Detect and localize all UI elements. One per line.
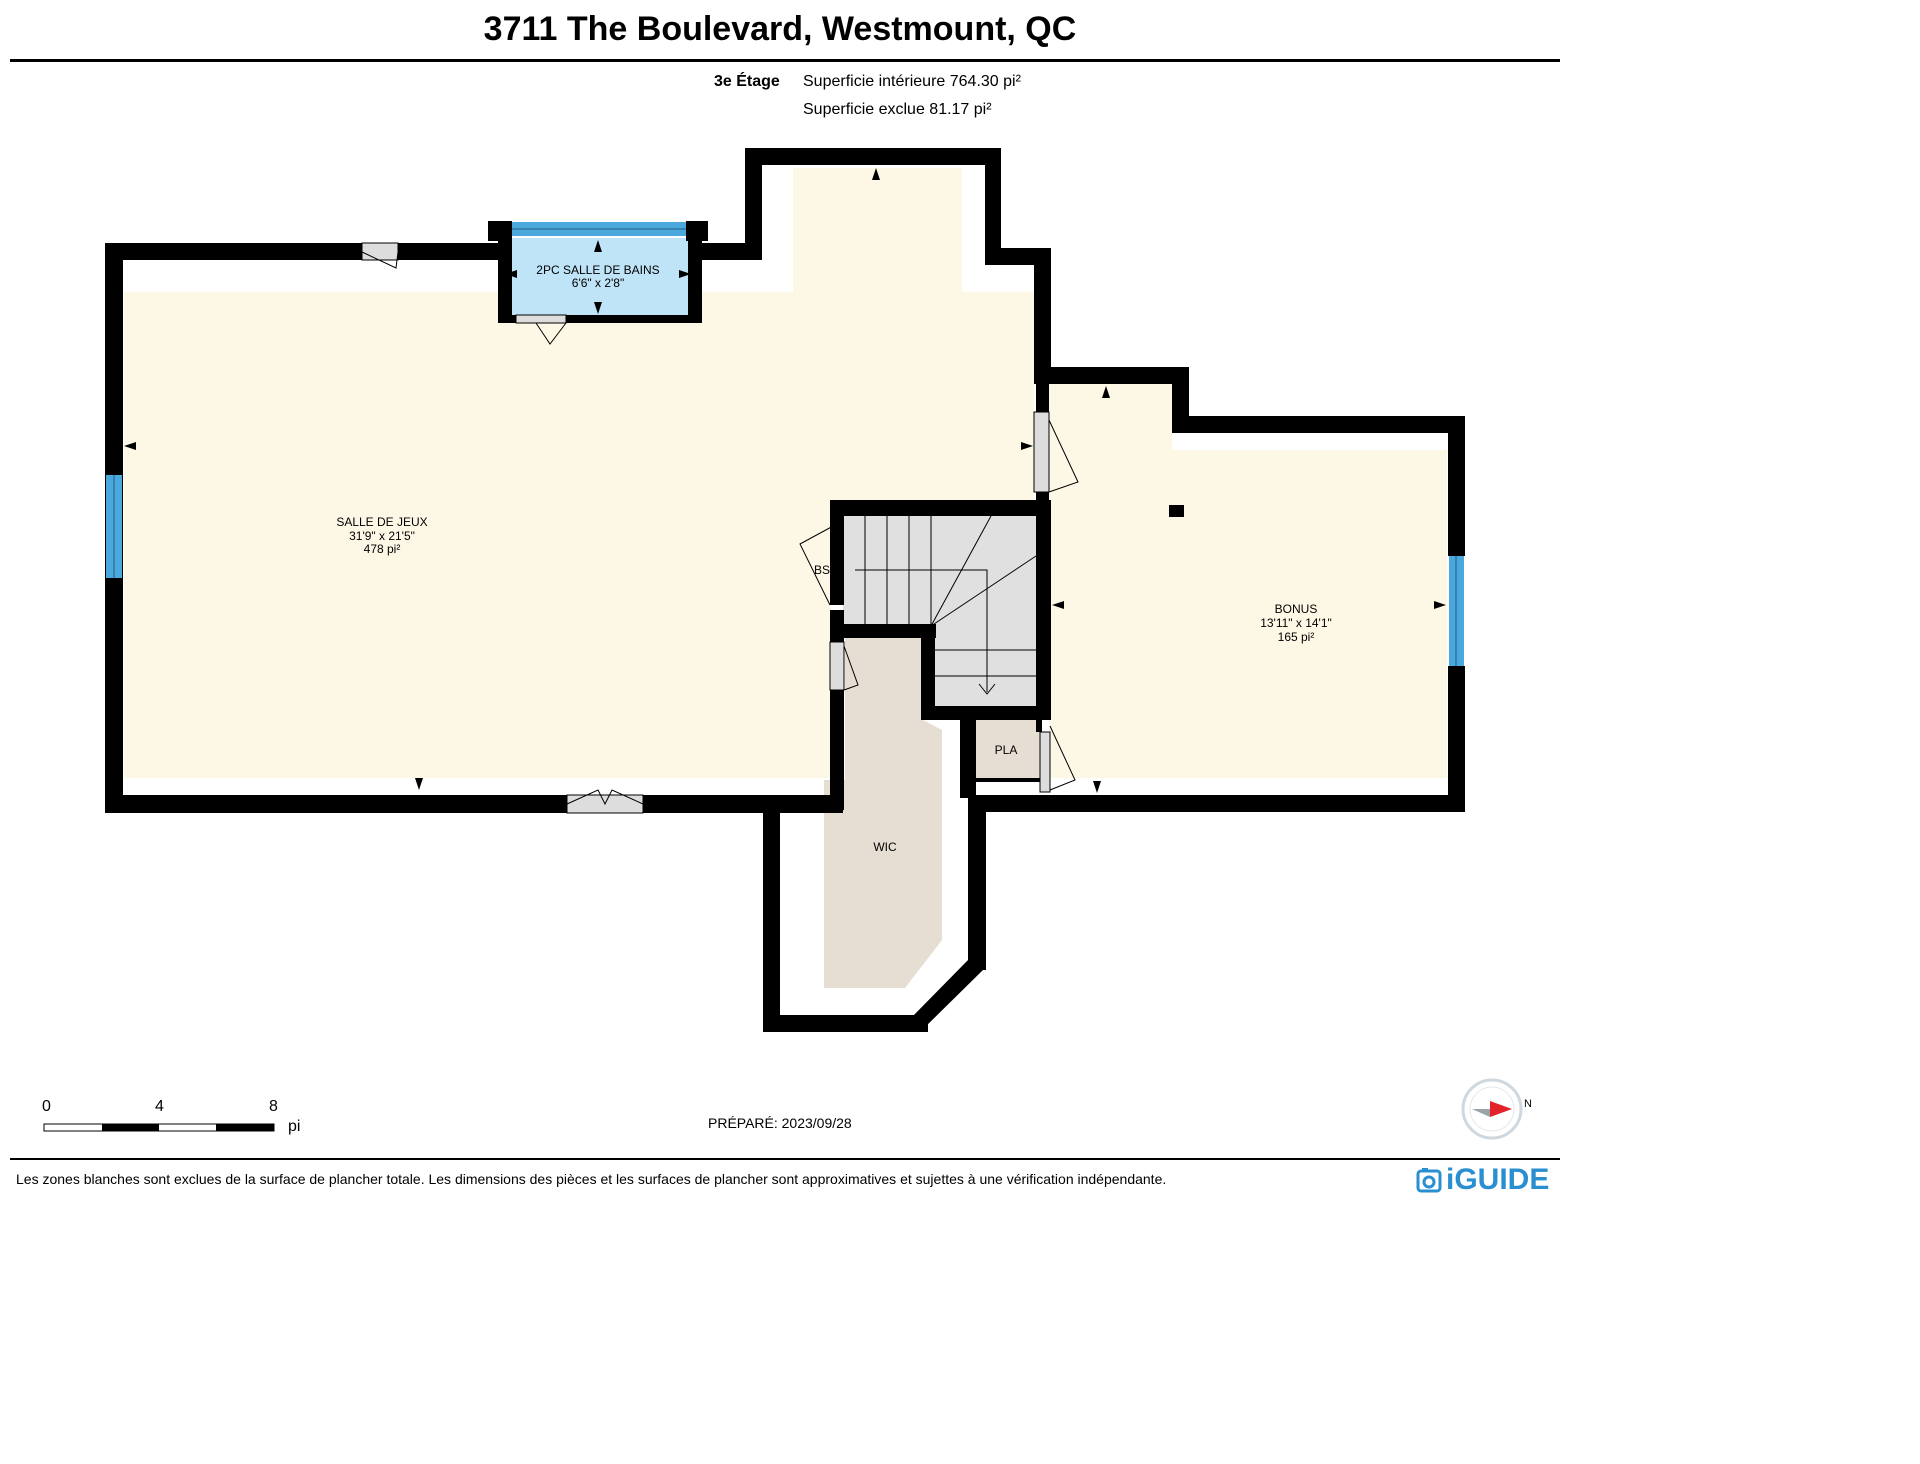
- playroom-name: SALLE DE JEUX: [336, 515, 427, 529]
- bathroom-dims: 6'6" x 2'8": [572, 276, 624, 290]
- doors: [361, 242, 1079, 814]
- pla-label: PLA: [995, 743, 1018, 757]
- excluded-area: Superficie exclue 81.17 pi²: [803, 101, 992, 118]
- compass-icon: N: [1461, 1078, 1532, 1140]
- playroom-floor: [124, 168, 1034, 778]
- scale-tick-0: 0: [42, 1098, 51, 1115]
- scale-unit: pi: [288, 1118, 301, 1135]
- prepared-date: PRÉPARÉ: 2023/09/28: [708, 1115, 852, 1131]
- playroom-dims: 31'9" x 21'5": [349, 529, 415, 543]
- dimension-arrows: [124, 168, 1446, 793]
- bonus-floor: [1049, 384, 1447, 778]
- interior-area: Superficie intérieure 764.30 pi²: [803, 73, 1021, 90]
- room-fills: [124, 168, 1447, 988]
- floor-name: 3e Étage: [714, 73, 780, 90]
- stairs-upper: [843, 516, 1036, 626]
- scale-tick-8: 8: [269, 1098, 278, 1115]
- floor-plan: 2PC SALLE DE BAINS 6'6" x 2'8" SALLE DE …: [43, 148, 1532, 1140]
- wic-floor: [824, 638, 942, 988]
- brand-logo: iGUIDE: [1416, 1163, 1549, 1197]
- staircase: [843, 515, 1037, 706]
- walls: [105, 148, 1465, 1032]
- compass-north-label: N: [1524, 1098, 1532, 1110]
- playroom-area: 478 pi²: [364, 542, 401, 556]
- camera-icon: [1416, 1168, 1442, 1193]
- scale-tick-4: 4: [155, 1098, 164, 1115]
- pla-floor: [976, 720, 1040, 778]
- bs-label: BS: [814, 563, 830, 577]
- windows: [106, 222, 1464, 666]
- footer-divider: [10, 1158, 1560, 1160]
- brand-name: iGUIDE: [1446, 1163, 1550, 1196]
- bonus-dims: 13'11" x 14'1": [1260, 616, 1332, 630]
- bonus-name: BONUS: [1275, 602, 1318, 616]
- bonus-area: 165 pi²: [1278, 630, 1315, 644]
- scale-bar: [43, 1123, 275, 1132]
- bathroom-name: 2PC SALLE DE BAINS: [536, 263, 659, 277]
- header-divider: [10, 59, 1560, 62]
- wic-label: WIC: [873, 840, 897, 854]
- stairs-lower: [935, 626, 1036, 706]
- disclaimer-text: Les zones blanches sont exclues de la su…: [16, 1171, 1167, 1187]
- page-title: 3711 The Boulevard, Westmount, QC: [483, 10, 1077, 48]
